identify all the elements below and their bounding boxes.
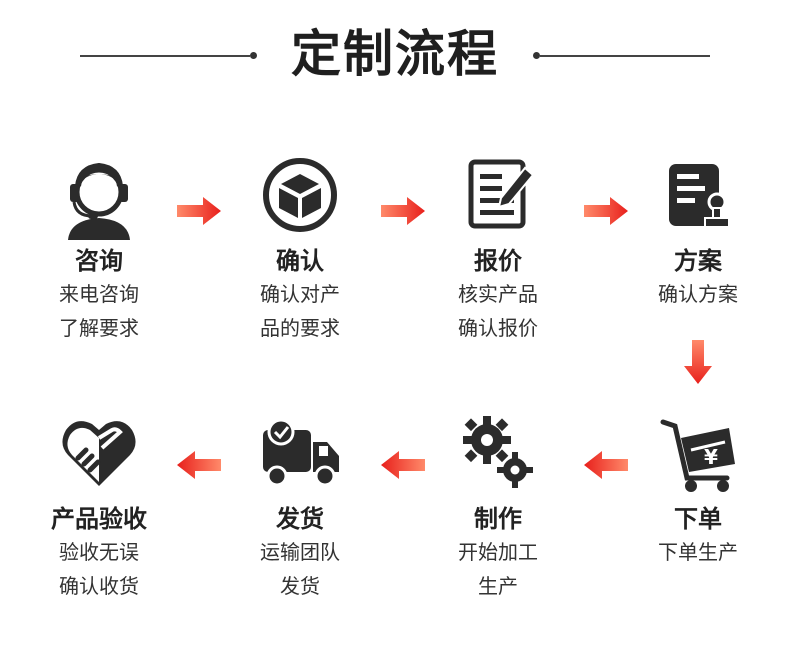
- step-name: 下单: [674, 505, 722, 533]
- step-order: ¥ 下单 下单生产: [613, 408, 783, 568]
- title-divider-right: [540, 55, 710, 57]
- arrow-down-icon: [684, 340, 712, 388]
- step-name: 报价: [474, 247, 522, 275]
- step-production: 制作 开始加工 生产: [413, 408, 583, 602]
- step-desc-line2: 确认收货: [59, 574, 139, 598]
- title-dot-left: [250, 52, 257, 59]
- arrow-left-icon: [177, 451, 221, 483]
- step-desc-line2: 发货: [280, 574, 320, 598]
- step-desc-line1: 核实产品: [458, 282, 538, 306]
- cart-yen-icon: ¥: [660, 419, 735, 492]
- arrow-right-icon: [177, 197, 221, 229]
- step-desc-line2: 品的要求: [260, 316, 340, 340]
- step-desc-line1: 来电咨询: [59, 282, 139, 306]
- headset-user-icon: [68, 162, 130, 240]
- step-desc-line1: 下单生产: [658, 540, 738, 564]
- document-stamp-icon: [669, 164, 730, 228]
- step-name: 产品验收: [51, 505, 147, 533]
- arrow-right-icon: [584, 197, 628, 229]
- arrow-left-icon: [381, 451, 425, 483]
- step-shipping: 发货 运输团队 发货: [215, 408, 385, 602]
- step-plan: 方案 确认方案: [613, 150, 783, 310]
- step-name: 咨询: [75, 247, 123, 275]
- arrow-left-icon: [584, 451, 628, 483]
- step-name: 制作: [474, 505, 522, 533]
- step-confirm: 确认 确认对产 品的要求: [215, 150, 385, 344]
- step-desc-line1: 验收无误: [59, 540, 139, 564]
- step-name: 确认: [276, 247, 324, 275]
- step-consult: 咨询 来电咨询 了解要求: [14, 150, 184, 344]
- page-title: 定制流程: [291, 25, 499, 83]
- step-desc-line1: 确认对产: [260, 282, 340, 306]
- svg-text:¥: ¥: [704, 445, 718, 469]
- box-icon: [263, 158, 337, 232]
- step-desc-line1: 确认方案: [658, 282, 738, 306]
- step-name: 发货: [276, 505, 324, 533]
- step-desc-line2: 了解要求: [59, 316, 139, 340]
- step-desc-line2: 确认报价: [458, 316, 538, 340]
- title-row: 定制流程: [0, 18, 790, 88]
- step-acceptance: 产品验收 验收无误 确认收货: [14, 408, 184, 602]
- step-quote: 报价 核实产品 确认报价: [413, 150, 583, 344]
- handshake-heart-icon: [62, 421, 136, 486]
- step-desc-line1: 运输团队: [260, 540, 340, 564]
- title-divider-left: [80, 55, 250, 57]
- step-name: 方案: [674, 247, 722, 275]
- delivery-truck-icon: [263, 418, 339, 487]
- step-desc-line2: 生产: [478, 574, 518, 598]
- step-desc-line1: 开始加工: [458, 540, 538, 564]
- gears-icon: [463, 416, 533, 488]
- arrow-right-icon: [381, 197, 425, 229]
- document-pen-icon: [468, 159, 535, 229]
- title-dot-right: [533, 52, 540, 59]
